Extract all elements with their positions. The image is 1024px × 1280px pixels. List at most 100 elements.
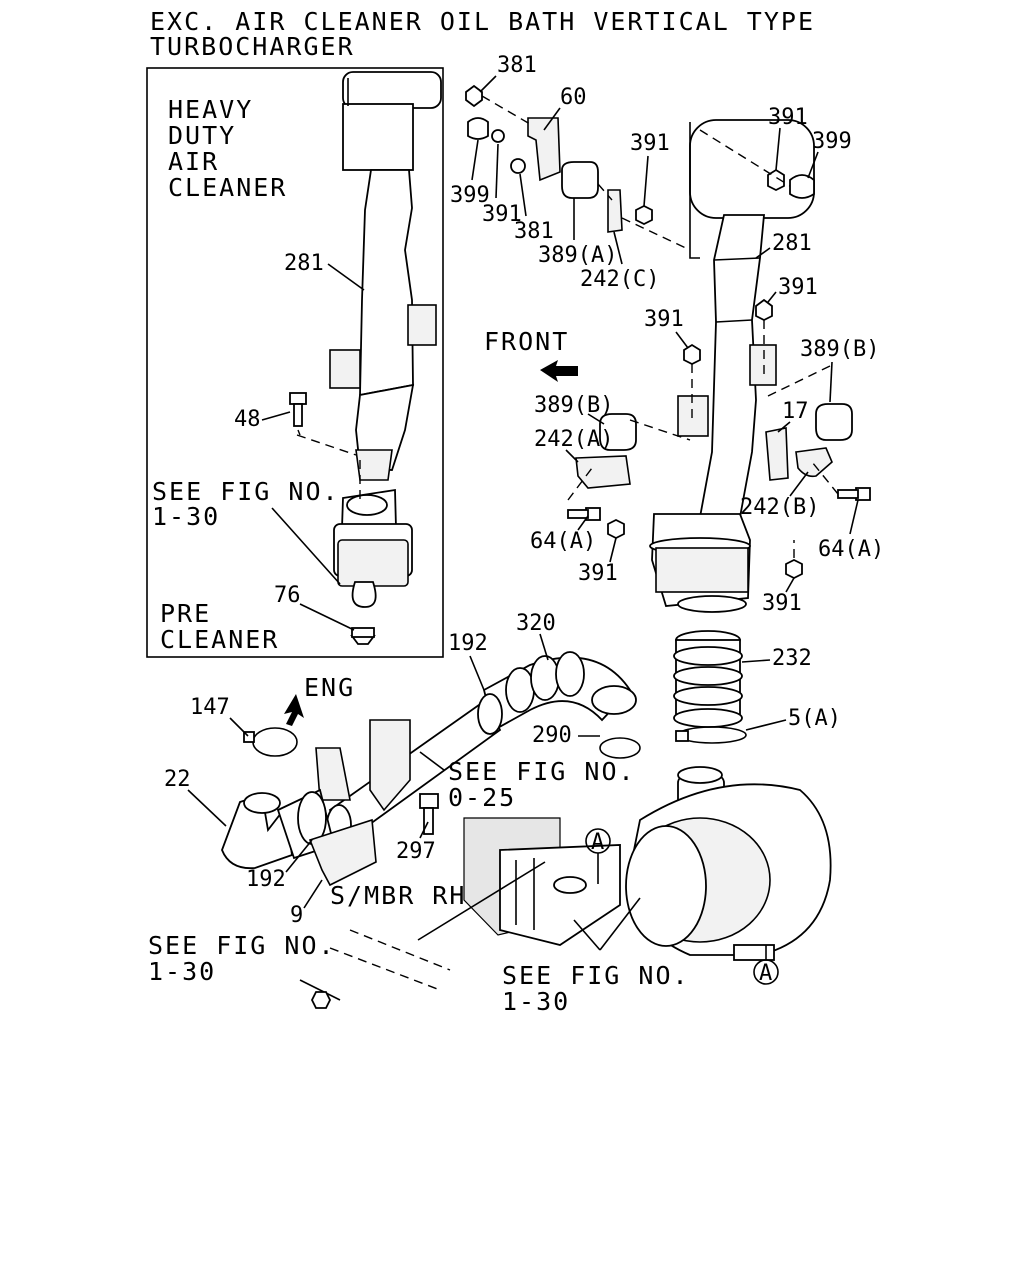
callout-389b-left: 389(B) — [534, 393, 613, 425]
callout-290-text: 290 — [532, 723, 572, 748]
guide-389a-242c — [597, 183, 613, 201]
callout-281-main: 281 — [755, 231, 812, 259]
callout-381-top-text: 381 — [497, 53, 537, 78]
callout-391-left-text: 391 — [482, 202, 522, 227]
callout-22-text: 22 — [164, 767, 191, 792]
bolt-64a-right — [837, 487, 871, 501]
callout-399-left: 399 — [450, 139, 490, 208]
smbr-label: S/MBR RH — [330, 881, 466, 910]
bracket-242a — [575, 455, 631, 489]
bolt-297 — [419, 793, 439, 835]
callout-389a-text: 389(A) — [538, 243, 617, 268]
callout-232-text: 232 — [772, 646, 812, 671]
callout-17-text: 17 — [782, 399, 809, 424]
callout-389b-left-text: 389(B) — [534, 393, 613, 418]
front-arrow-icon — [540, 360, 578, 382]
diagram-title-line1: EXC. AIR CLEANER OIL BATH VERTICAL TYPE — [150, 7, 815, 36]
callout-381-mid-text: 381 — [514, 219, 554, 244]
callout-391-mid-right: 391 — [767, 275, 818, 303]
bolt-64a-left — [567, 507, 601, 521]
mount-389b-left — [599, 413, 637, 451]
inset-heading-line3: AIR — [168, 147, 219, 176]
inset-heading-line2: DUTY — [168, 121, 236, 150]
eng-arrow-icon — [284, 694, 304, 726]
inset-bolt-guide — [296, 434, 357, 456]
nut-381-top — [465, 84, 483, 108]
nut-391-left — [491, 129, 505, 143]
see-fig-1-30-bottom-line1: SEE FIG NO. — [502, 961, 690, 990]
circle-a-marker-lower: A — [753, 945, 779, 986]
side-member-lines — [299, 929, 451, 1009]
callout-242c: 242(C) — [580, 231, 659, 292]
callout-60-text: 60 — [560, 85, 587, 110]
main-intake-duct — [677, 119, 815, 529]
inset-frame — [146, 67, 444, 658]
inset-heading-line1: HEAVY — [168, 95, 253, 124]
callout-391-c-text: 391 — [630, 131, 670, 156]
guide-381-60 — [481, 95, 531, 125]
callout-192-top-text: 192 — [448, 631, 488, 656]
circle-a-text-lower: A — [759, 961, 772, 986]
callout-192-bottom-text: 192 — [246, 867, 286, 892]
callout-5a: 5(A) — [745, 706, 841, 731]
callout-9: 9 — [290, 879, 323, 928]
inset-pre-cleaner-line1: PRE — [160, 599, 211, 628]
callout-64a-left-text: 64(A) — [530, 529, 596, 554]
tube-bracket — [315, 719, 411, 812]
callout-391-lower-left: 391 — [578, 537, 618, 586]
diagram-title-line2: TURBOCHARGER — [150, 32, 355, 61]
see-fig-1-30-bottom-leader-a — [573, 919, 601, 951]
callout-320: 320 — [516, 611, 556, 661]
see-fig-0-25-line1: SEE FIG NO. — [448, 757, 636, 786]
callout-64a-left: 64(A) — [530, 515, 596, 554]
front-label: FRONT — [484, 327, 569, 356]
guide-64a-right — [811, 461, 839, 495]
callout-320-text: 320 — [516, 611, 556, 636]
rubber-hose-232 — [673, 630, 743, 728]
callout-242c-text: 242(C) — [580, 267, 659, 292]
bracket-242b — [795, 447, 833, 478]
callout-391-lower-left-text: 391 — [578, 561, 618, 586]
callout-192-top: 192 — [448, 631, 488, 691]
air-cleaner-bracket — [463, 817, 621, 946]
callout-391-lower-right: 391 — [762, 577, 802, 616]
nut-391-mid-right — [755, 298, 773, 322]
nut-391-c — [635, 204, 653, 226]
bracket-17 — [765, 427, 789, 481]
see-fig-0-25-line2: 0-25 — [448, 783, 516, 812]
see-fig-0-25-leader — [419, 751, 445, 771]
callout-242a-text: 242(A) — [534, 427, 613, 452]
callout-232: 232 — [741, 646, 812, 671]
see-fig-1-30-bottom-leader-b — [599, 897, 641, 951]
callout-64a-right: 64(A) — [818, 499, 884, 562]
callout-381-top: 381 — [479, 53, 537, 93]
callout-9-text: 9 — [290, 903, 303, 928]
see-fig-1-30-left-line1: SEE FIG NO. — [148, 931, 336, 960]
nut-391-mid-left — [683, 343, 701, 366]
inset-intake-duct — [329, 71, 442, 481]
eng-label: ENG — [304, 673, 355, 702]
cap-399-right — [789, 174, 815, 199]
inset-see-fig-line1: SEE FIG NO. — [152, 477, 340, 506]
callout-391-right-top-text: 391 — [768, 105, 808, 130]
callout-391-mid-left-text: 391 — [644, 307, 684, 332]
inset-pre-cleaner — [333, 488, 413, 645]
callout-242a: 242(A) — [534, 427, 613, 463]
callout-147: 147 — [190, 695, 249, 737]
callout-399-right: 399 — [807, 129, 852, 179]
guide-242c-duct — [621, 217, 691, 251]
callout-290: 290 — [532, 723, 600, 748]
bracket-9 — [308, 818, 377, 887]
callout-297: 297 — [396, 821, 436, 864]
callout-381-mid: 381 — [514, 173, 554, 244]
callout-297-text: 297 — [396, 839, 436, 864]
see-fig-1-30-left-line2: 1-30 — [148, 957, 216, 986]
callout-22: 22 — [164, 767, 227, 827]
callout-399-left-text: 399 — [450, 183, 490, 208]
callout-242b-text: 242(B) — [740, 495, 819, 520]
callout-192-bottom: 192 — [246, 839, 313, 892]
callout-48: 48 — [234, 407, 291, 432]
circle-a-marker-upper: A — [585, 828, 611, 884]
callout-281-inset-text: 281 — [284, 251, 324, 276]
